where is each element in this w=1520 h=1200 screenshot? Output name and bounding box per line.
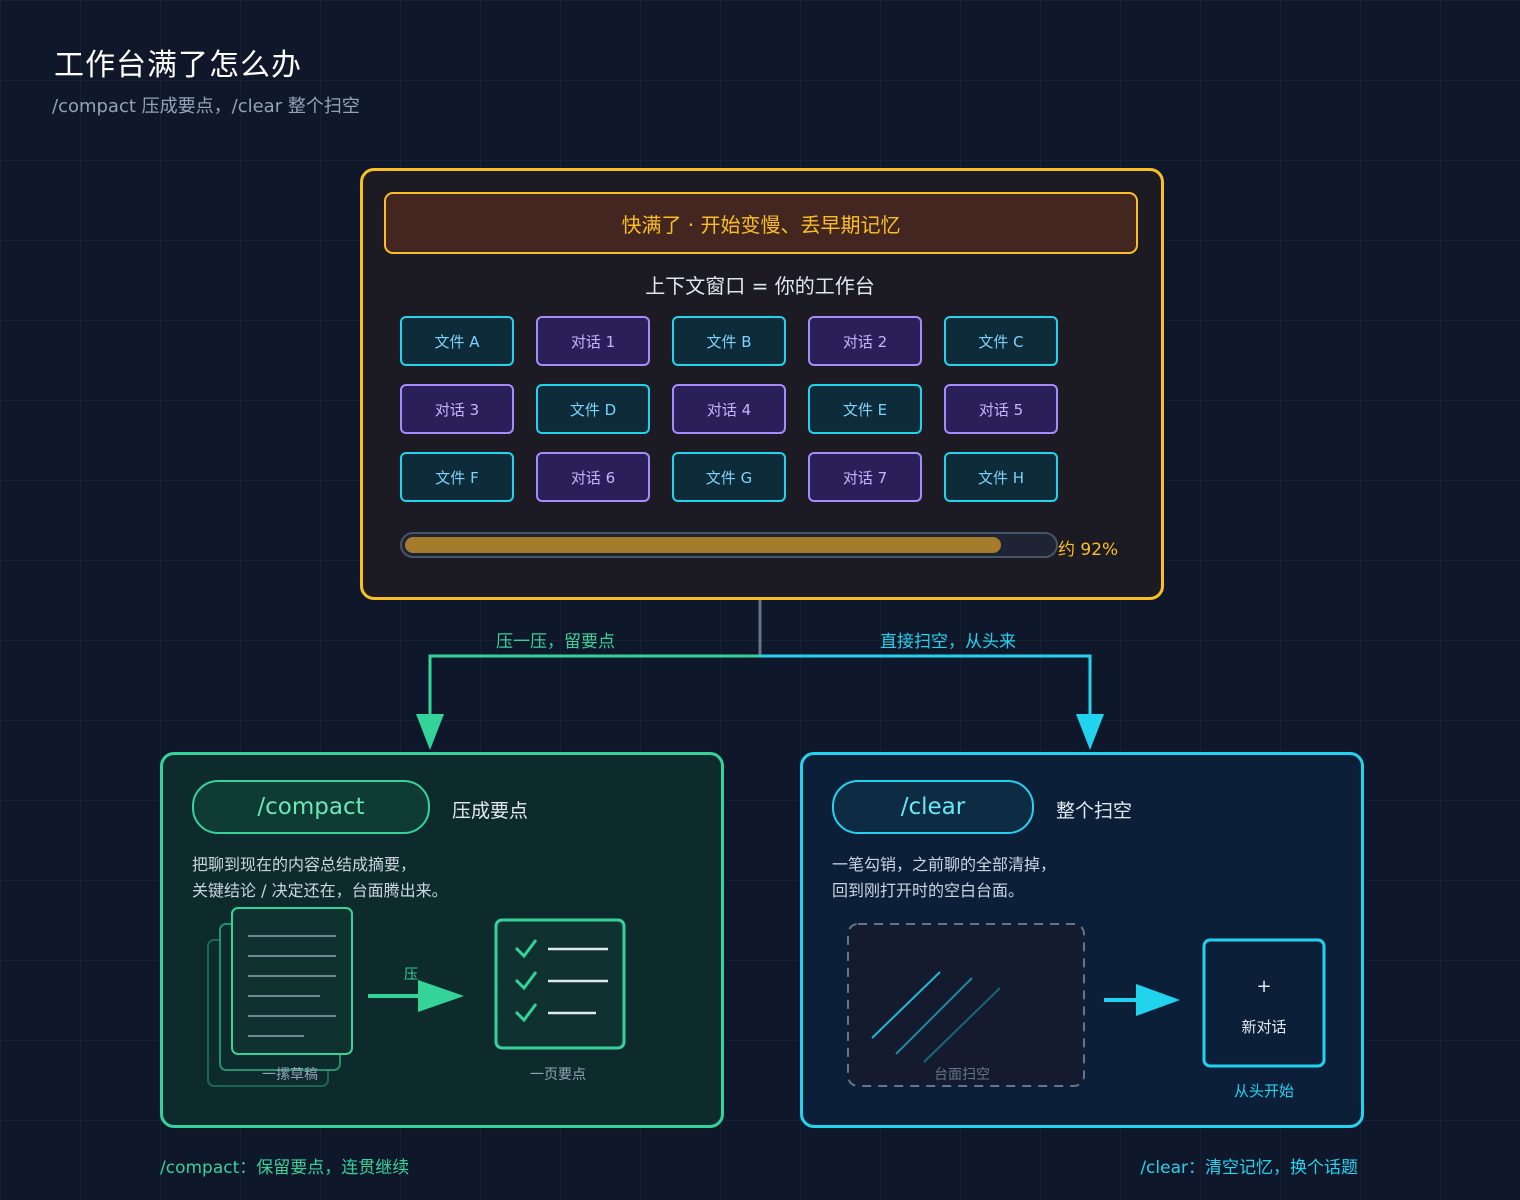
context-window-label: 上下文窗口 = 你的工作台 [645,274,875,298]
clear-footer: /clear：清空记忆，换个话题 [1140,1158,1358,1178]
file-tile: 文件 E [808,384,922,434]
file-tile: 文件 G [672,452,786,502]
empty-desk-caption: 台面扫空 [934,1067,990,1083]
drafts-caption: 一摞草稿 [262,1067,318,1083]
chat-tile: 对话 4 [672,384,786,434]
capacity-bar [400,532,1058,558]
clear-command-pill[interactable]: /clear [832,780,1034,834]
clear-desc-line2: 回到刚打开时的空白台面。 [832,881,1025,900]
chat-tile: 对话 1 [536,316,650,366]
clear-arrow-head [1136,984,1180,1016]
warning-banner: 快满了 · 开始变慢、丢早期记忆 [384,192,1138,254]
clear-tagline: 整个扫空 [1056,800,1133,822]
connector-right [760,654,1092,720]
page-subtitle: /compact 压成要点，/clear 整个扫空 [52,96,360,117]
chat-tile: 对话 7 [808,452,922,502]
chat-tile: 对话 3 [400,384,514,434]
capacity-percent: 约 92% [1058,540,1119,560]
page-title: 工作台满了怎么办 [54,48,302,83]
arrowhead-right [1076,714,1104,750]
summary-lines [548,947,608,1015]
file-tile: 文件 F [400,452,514,502]
draft-page-front [231,907,353,1055]
compact-tagline: 压成要点 [452,800,529,822]
compact-description: 把聊到现在的内容总结成摘要， 关键结论 / 决定还在，台面腾出来。 [192,852,448,904]
clear-illustration [847,923,1326,1087]
summary-page [494,918,626,1050]
compact-arrow-head [418,980,464,1012]
file-tile: 文件 B [672,316,786,366]
compact-command-pill[interactable]: /compact [192,780,430,834]
chat-tile: 对话 5 [944,384,1058,434]
branch-label-clear: 直接扫空，从头来 [880,632,1016,652]
compact-desc-line2: 关键结论 / 决定还在，台面腾出来。 [192,881,448,900]
new-chat-caption: 从头开始 [1233,1082,1294,1100]
compact-illustration [207,907,626,1087]
compact-footer: /compact：保留要点，连贯继续 [160,1158,410,1178]
new-chat-label: 新对话 [1241,1018,1287,1036]
plus-icon: + [1256,976,1272,997]
connector-left [428,654,760,720]
compact-arrow-label: 压 [404,967,418,983]
branch-label-compact: 压一压，留要点 [496,632,615,652]
file-tile: 文件 C [944,316,1058,366]
new-chat-card [1202,938,1326,1068]
chat-tile: 对话 2 [808,316,922,366]
compact-desc-line1: 把聊到现在的内容总结成摘要， [192,855,417,874]
chat-tile: 对话 6 [536,452,650,502]
file-tile: 文件 H [944,452,1058,502]
file-tile: 文件 A [400,316,514,366]
clear-description: 一笔勾销，之前聊的全部清掉， 回到刚打开时的空白台面。 [832,852,1056,904]
summary-caption: 一页要点 [530,1067,586,1083]
file-tile: 文件 D [536,384,650,434]
draft-lines [248,935,336,1037]
check-icon [514,939,538,1023]
capacity-bar-fill [405,537,1001,553]
arrowhead-left [416,714,444,750]
empty-desk [847,923,1085,1087]
sweep-marks [871,971,1001,1063]
clear-desc-line1: 一笔勾销，之前聊的全部清掉， [832,855,1057,874]
